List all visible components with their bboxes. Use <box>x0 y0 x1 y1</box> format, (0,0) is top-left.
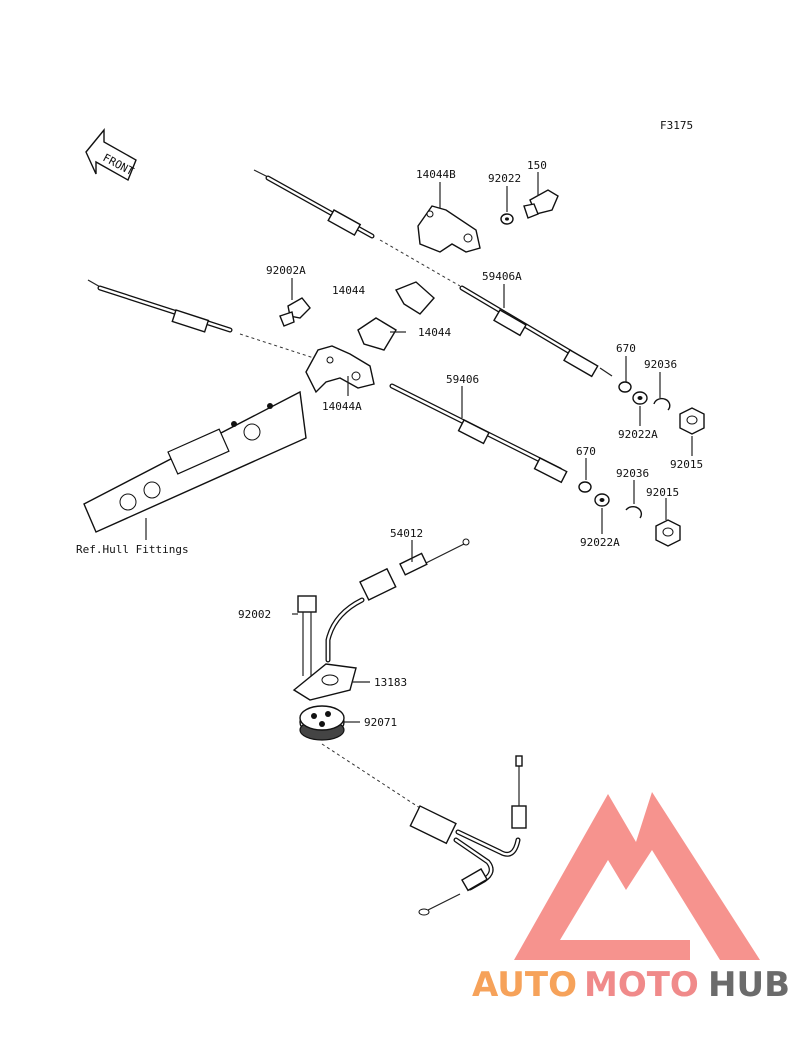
lockwasher-92036-lower <box>625 506 643 519</box>
part-labels: 14044B 92022 150 92002A 14044 14044 1404… <box>76 159 703 729</box>
watermark-logo-icon <box>514 792 760 960</box>
label-59406: 59406 <box>446 373 479 386</box>
watermark-text-auto: AUTO <box>472 965 577 1005</box>
bolt-92002 <box>297 595 317 676</box>
label-92002A: 92002A <box>266 264 306 277</box>
cable-54012 <box>325 538 470 663</box>
hull-fitting-plate <box>83 390 307 533</box>
nut-92015-lower <box>655 519 681 547</box>
nut-92015-upper <box>679 407 705 435</box>
label-14044-lower: 14044 <box>418 326 451 339</box>
label-14044A: 14044A <box>322 400 362 413</box>
washer-92022A-upper <box>632 391 648 405</box>
label-92015-upper: 92015 <box>670 458 703 471</box>
label-14044-upper: 14044 <box>332 284 365 297</box>
label-54012: 54012 <box>390 527 423 540</box>
clamp-14044-upper <box>394 281 435 315</box>
o-ring-670-lower <box>578 481 592 493</box>
label-ref-hull-fittings: Ref.Hull Fittings <box>76 543 189 556</box>
washer-92022A-lower <box>594 493 610 507</box>
watermark-text-hub: HUB <box>708 965 790 1005</box>
bolt-92002A <box>279 297 311 327</box>
bracket-14044B <box>417 205 481 253</box>
cable-59406 <box>87 279 568 484</box>
label-92071: 92071 <box>364 716 397 729</box>
label-150: 150 <box>527 159 547 172</box>
cable-59406A <box>253 169 613 378</box>
bolt-150 <box>523 189 559 219</box>
label-92036-lower: 92036 <box>616 467 649 480</box>
grommet-92071 <box>299 705 345 741</box>
label-670-lower: 670 <box>576 445 596 458</box>
o-ring-670-upper <box>618 381 632 393</box>
label-670-upper: 670 <box>616 342 636 355</box>
label-92022: 92022 <box>488 172 521 185</box>
bracket-14044A <box>305 345 375 394</box>
watermark-text-moto: MOTO <box>584 965 699 1005</box>
label-92036-upper: 92036 <box>644 358 677 371</box>
label-14044B: 14044B <box>416 168 456 181</box>
label-13183: 13183 <box>374 676 407 689</box>
gasket-13183 <box>292 663 357 701</box>
figure-code: F3175 <box>660 119 693 132</box>
washer-92022 <box>500 213 514 225</box>
cable-lower-assembly <box>321 743 527 916</box>
leader-lines <box>145 172 693 723</box>
label-59406A: 59406A <box>482 270 522 283</box>
label-92022A-lower: 92022A <box>580 536 620 549</box>
lockwasher-92036-upper <box>653 397 671 411</box>
clamp-14044-lower <box>357 317 397 351</box>
label-92002: 92002 <box>238 608 271 621</box>
label-92015-lower: 92015 <box>646 486 679 499</box>
label-92022A-upper: 92022A <box>618 428 658 441</box>
